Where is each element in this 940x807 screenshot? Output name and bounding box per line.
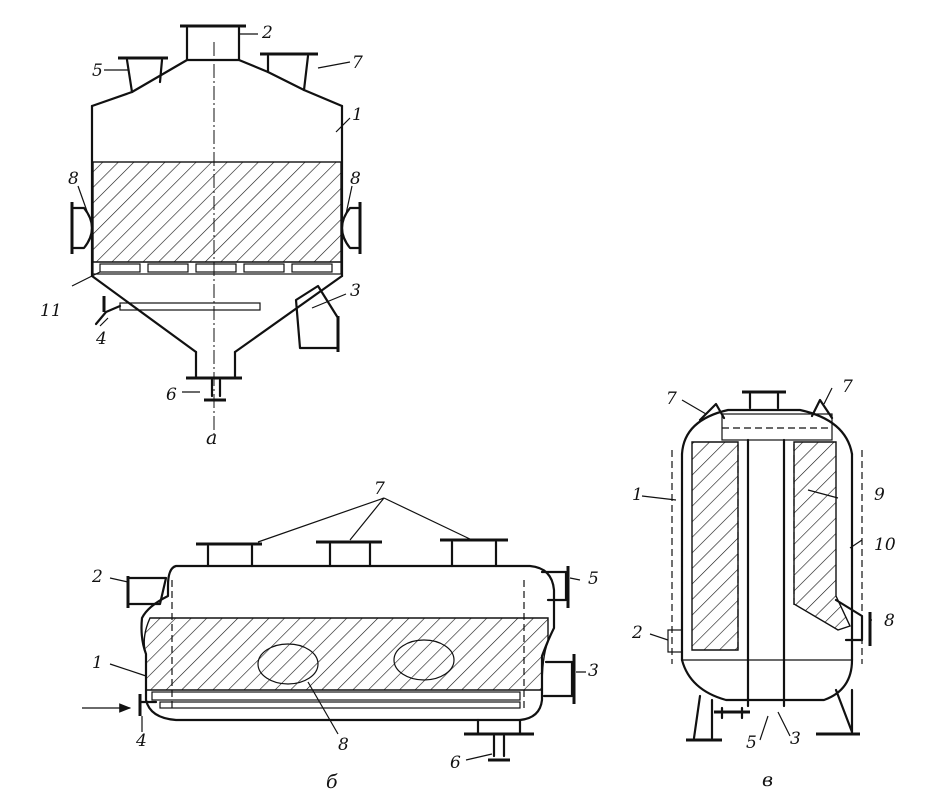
label-v-10: 10 — [874, 535, 896, 555]
vessel-body-1 — [140, 564, 556, 722]
nozzle-7 — [260, 52, 318, 92]
nozzles-7-v — [698, 398, 834, 422]
annular-bed-left — [691, 441, 739, 651]
label-b-1: 1 — [92, 653, 103, 673]
bottom-nozzle-6-b — [464, 718, 534, 762]
top-nozzle-2 — [180, 24, 246, 62]
top-nozzles-7 — [196, 538, 508, 568]
inlet-pipe-4 — [138, 691, 521, 716]
nozzle-5-b — [540, 566, 570, 608]
steam-pipe-4 — [94, 296, 261, 326]
label-v-9: 9 — [874, 485, 885, 505]
packing-bed-b — [143, 617, 549, 691]
label-a-2: 2 — [261, 23, 273, 43]
label-a-3: 3 — [350, 281, 361, 301]
nozzle-3-b — [542, 654, 576, 704]
label-v-3: 3 — [790, 729, 801, 749]
packing-bed — [92, 161, 342, 263]
label-a-7: 7 — [352, 53, 363, 73]
nozzle-2-b — [126, 576, 168, 608]
nozzle-2-v — [667, 629, 683, 653]
support-legs — [692, 688, 854, 740]
label-a-4: 4 — [95, 329, 107, 349]
caption-a: а — [206, 427, 217, 449]
figure-a-vertical-vessel: 5 2 7 1 8 8 11 3 4 6 а — [40, 23, 363, 449]
label-b-2: 2 — [91, 567, 103, 587]
annular-bed-right — [793, 441, 851, 631]
label-a-1: 1 — [352, 105, 363, 125]
inspection-window-8b — [393, 639, 455, 681]
caption-b: б — [326, 771, 338, 793]
label-b-8: 8 — [338, 735, 349, 755]
support-grid-11 — [92, 261, 342, 275]
label-v-2: 2 — [631, 623, 643, 643]
top-dome-v — [680, 408, 854, 456]
label-b-7: 7 — [374, 479, 385, 499]
label-v-8: 8 — [884, 611, 895, 631]
side-hatch-8-right — [340, 202, 362, 254]
label-a-11: 11 — [40, 301, 62, 321]
nozzle-3 — [294, 284, 340, 352]
caption-v: в — [762, 769, 773, 791]
side-hatch-8-left — [70, 202, 94, 254]
label-a-8-right: 8 — [350, 169, 361, 189]
label-a-5: 5 — [92, 61, 103, 81]
label-b-4: 4 — [135, 731, 147, 751]
label-v-7-right: 7 — [842, 377, 853, 397]
label-v-7-left: 7 — [666, 389, 677, 409]
central-tube-9 — [737, 438, 795, 708]
label-v-1: 1 — [632, 485, 643, 505]
bottom-cone — [90, 274, 344, 354]
label-b-6: 6 — [450, 753, 461, 773]
nozzle-8-v — [834, 598, 872, 646]
figure-b-horizontal-vessel: 7 2 5 1 3 4 8 6 б — [82, 479, 599, 793]
label-v-5: 5 — [746, 733, 757, 753]
figure-v-annular-vessel: 7 7 1 9 10 8 2 5 3 в — [631, 377, 896, 791]
label-a-8-left: 8 — [68, 169, 79, 189]
label-a-6: 6 — [166, 385, 177, 405]
top-cone — [90, 58, 344, 108]
inspection-window-8a — [257, 643, 319, 685]
shell-1-v — [680, 452, 854, 662]
top-flange-v — [742, 390, 786, 410]
nozzle-5 — [118, 56, 168, 94]
shell-1 — [90, 104, 344, 278]
label-b-3: 3 — [588, 661, 599, 681]
bottom-nozzle-5-v — [714, 706, 750, 720]
label-b-5: 5 — [588, 569, 599, 589]
bottom-dish-v — [680, 658, 854, 702]
